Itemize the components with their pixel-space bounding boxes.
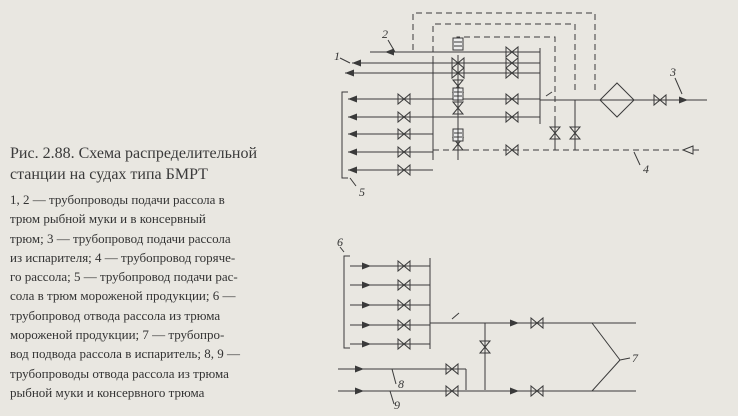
label-7: 7 — [632, 351, 639, 365]
caption-body-line: из испарителя; 4 — трубопровод горяче- — [10, 249, 236, 265]
tick-mark — [545, 91, 553, 97]
flow-arrow-icon — [355, 387, 364, 395]
leader-6 — [339, 246, 345, 253]
leader-1 — [339, 57, 351, 64]
flow-arrow-icon — [362, 301, 371, 309]
caption-body-line: 1, 2 — трубопроводы подачи рассола в — [10, 192, 225, 207]
label-4: 4 — [643, 162, 649, 176]
label-9: 9 — [394, 398, 400, 412]
leader-2 — [387, 39, 396, 53]
hot-brine-loop-outer — [412, 12, 596, 93]
hot-brine-loop-inner — [456, 36, 556, 120]
filter-icon — [599, 82, 635, 118]
pipeline-5-rows — [348, 93, 540, 176]
flow-arrow-icon — [345, 69, 354, 77]
flow-arrow-icon — [679, 96, 688, 104]
caption-body-line: го рассола; 5 — трубопровод подачи рас- — [10, 269, 238, 285]
flow-arrow-icon — [362, 321, 371, 329]
bracket-6 — [343, 255, 350, 349]
pipeline-6-rows — [350, 260, 430, 350]
tick-mark — [451, 312, 460, 320]
caption-body-line: трубопроводы отвода рассола из трюма — [10, 365, 229, 381]
leader-3 — [674, 77, 683, 95]
caption-body-line: трубопровод отвода рассола из трюма — [10, 307, 221, 323]
label-5: 5 — [359, 185, 365, 199]
leader-7 — [619, 357, 631, 361]
flow-arrow-icon — [362, 340, 371, 348]
label-8: 8 — [398, 377, 404, 391]
flow-arrow-icon — [385, 48, 394, 56]
flow-arrow-icon — [362, 281, 371, 289]
caption-body-line: вод подвода рассола в испаритель; 8, 9 — — [10, 346, 240, 362]
leader-5 — [349, 177, 357, 187]
flow-arrow-icon — [510, 387, 519, 395]
flow-arrow-icon — [510, 319, 519, 327]
flow-arrow-icon — [352, 59, 361, 67]
upper-schematic: 1 2 3 4 5 — [334, 12, 707, 199]
flow-arrow-icon — [355, 365, 364, 373]
caption-body-line: мороженой продукции; 7 — трубопро- — [10, 327, 225, 343]
caption-body-line: трюм; 3 — трубопровод подачи рассола — [10, 230, 231, 246]
caption-title-line-1: Рис. 2.88. Схема распределительной — [10, 145, 257, 162]
hot-brine-loop-middle — [432, 23, 576, 93]
flow-arrow-icon — [348, 95, 357, 103]
flow-arrow-icon — [348, 148, 357, 156]
label-6: 6 — [337, 235, 343, 249]
flow-arrow-icon — [348, 130, 357, 138]
flow-arrow-icon — [681, 145, 694, 155]
leader-8 — [391, 368, 397, 385]
caption-body-line: сола в трюм мороженой продукции; 6 — — [10, 288, 236, 304]
label-2: 2 — [382, 27, 388, 41]
leader-4 — [633, 151, 641, 166]
label-3: 3 — [669, 65, 676, 79]
flow-arrow-icon — [348, 166, 357, 174]
bracket-5 — [341, 91, 348, 179]
leader-7-lower — [591, 359, 621, 392]
caption-body-line: трюм рыбной муки и в консервный — [10, 211, 206, 227]
leader-7-upper — [591, 322, 621, 361]
caption-body-line: рыбной муки и консервного трюма — [10, 384, 205, 400]
flow-arrow-icon — [348, 113, 357, 121]
figure-caption: Рис. 2.88. Схема распределительной станц… — [10, 143, 328, 402]
marker-icon — [452, 37, 464, 51]
label-1: 1 — [334, 49, 340, 63]
leader-9 — [389, 390, 395, 405]
lower-schematic: 6 — [337, 235, 639, 412]
flow-arrow-icon — [362, 262, 371, 270]
caption-title-line-2: станции на судах типа БМРТ — [10, 166, 208, 183]
